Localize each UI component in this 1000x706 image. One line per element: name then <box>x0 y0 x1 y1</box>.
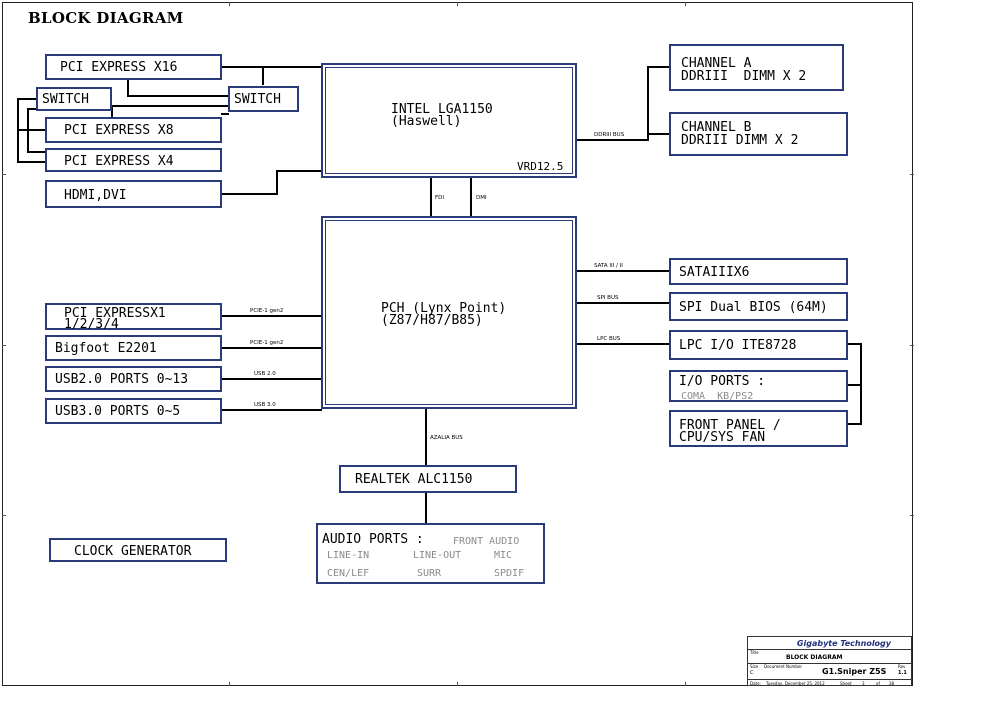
spi-bus-label: SPI BUS <box>597 295 619 301</box>
cpu-block: INTEL LGA1150 (Haswell) VRD12.5 <box>321 63 577 178</box>
lpc-io-block: LPC I/O ITE8728 <box>669 330 848 360</box>
pch-label-2: (Z87/H87/B85) <box>381 313 483 328</box>
pcie-x8-block: PCI EXPRESS X8 <box>45 117 222 143</box>
audio-ports-block: AUDIO PORTS : FRONT AUDIO LINE-IN LINE-O… <box>316 523 545 584</box>
front-panel-label-2: CPU/SYS FAN <box>679 430 766 445</box>
sata-label: SATAIIIX6 <box>679 265 750 280</box>
clock-generator-block: CLOCK GENERATOR <box>49 538 227 562</box>
sata-block: SATAIIIX6 <box>669 258 848 285</box>
pcie-x1-block: PCI EXPRESSX1 1/2/3/4 <box>45 303 222 332</box>
usb2-block: USB2.0 PORTS 0~13 <box>45 366 222 392</box>
pcie-x4-block: PCI EXPRESS X4 <box>45 148 222 172</box>
clock-generator-label: CLOCK GENERATOR <box>74 544 192 559</box>
sata-bus-label: SATA III / II <box>594 263 623 269</box>
doc-number-value: G1.Sniper Z5S <box>822 667 887 676</box>
fdi-bus-label: FDI <box>435 195 445 201</box>
pcie-x16-label: PCI EXPRESS X16 <box>60 60 178 75</box>
cpu-label-1: INTEL LGA1150 <box>391 102 493 117</box>
spi-bios-label: SPI Dual BIOS (64M) <box>679 300 828 315</box>
channel-b-label-2: DDRIII DIMM X 2 <box>681 133 799 148</box>
realtek-label: REALTEK ALC1150 <box>355 472 473 487</box>
pch-block: PCH (Lynx Point) (Z87/H87/B85) <box>321 216 577 409</box>
pcie-x1-label-1: PCI EXPRESSX1 <box>64 306 166 321</box>
audio-line-out-label: LINE-OUT <box>413 550 462 561</box>
usb2-label: USB2.0 PORTS 0~13 <box>55 372 189 387</box>
audio-spdif-label: SPDIF <box>494 568 525 579</box>
usb3-bus-label: USB 3.0 <box>254 402 276 408</box>
sheet-label: Sheet <box>840 681 852 686</box>
date-value: Tuesday, December 25, 2012 <box>766 681 825 686</box>
pcie-x1-bus-label: PCIE-1 gen2 <box>250 308 284 314</box>
switch-left-block: SWITCH <box>36 87 112 111</box>
size-value: C <box>750 670 754 676</box>
hdmi-dvi-label: HDMI,DVI <box>64 188 127 203</box>
bigfoot-bus-label: PCIE-1 gen2 <box>250 340 284 346</box>
io-ports-label: I/O PORTS : <box>679 374 766 389</box>
pcie-x1-label-2: 1/2/3/4 <box>64 317 119 332</box>
front-panel-block: FRONT PANEL / CPU/SYS FAN <box>669 410 848 447</box>
audio-mic-label: MIC <box>494 550 513 561</box>
dmi-bus-label: DMI <box>476 195 487 201</box>
usb3-label: USB3.0 PORTS 0~5 <box>55 404 181 419</box>
of-value: 38 <box>889 681 895 686</box>
channel-b-label-1: CHANNEL B <box>681 120 752 135</box>
io-ports-sub-label: COMA KB/PS2 <box>681 391 754 402</box>
pcie-x4-label: PCI EXPRESS X4 <box>64 154 174 169</box>
rev-value: 1.1 <box>898 670 907 676</box>
usb3-block: USB3.0 PORTS 0~5 <box>45 398 222 424</box>
spi-bios-block: SPI Dual BIOS (64M) <box>669 292 848 321</box>
date-label: Date: <box>750 681 761 686</box>
audio-cen-lef-label: CEN/LEF <box>327 568 370 579</box>
bigfoot-label: Bigfoot E2201 <box>55 341 157 356</box>
channel-a-label-2: DDRIII DIMM X 2 <box>681 69 807 84</box>
io-ports-block: I/O PORTS : COMA KB/PS2 <box>669 370 848 402</box>
audio-front-label: FRONT AUDIO <box>453 536 520 547</box>
title-label: Title <box>750 650 759 655</box>
realtek-block: REALTEK ALC1150 <box>339 465 517 493</box>
pcie-x8-label: PCI EXPRESS X8 <box>64 123 174 138</box>
ddr-bus-label: DDRIII BUS <box>594 132 625 138</box>
doc-number-label: Document Number <box>764 664 803 669</box>
switch-left-label: SWITCH <box>42 92 89 107</box>
hdmi-dvi-block: HDMI,DVI <box>45 180 222 208</box>
title-value: BLOCK DIAGRAM <box>786 654 843 661</box>
channel-a-label-1: CHANNEL A <box>681 56 752 71</box>
channel-a-block: CHANNEL A DDRIII DIMM X 2 <box>669 44 844 91</box>
sheet-value: 3 <box>862 681 865 686</box>
switch-right-label: SWITCH <box>234 92 281 107</box>
audio-surr-label: SURR <box>417 568 442 579</box>
azalia-bus-label: AZALIA BUS <box>430 435 463 441</box>
switch-right-block: SWITCH <box>228 86 299 112</box>
audio-ports-label: AUDIO PORTS : <box>322 532 424 547</box>
size-label: Size <box>750 664 759 669</box>
channel-b-block: CHANNEL B DDRIII DIMM X 2 <box>669 112 848 156</box>
bigfoot-block: Bigfoot E2201 <box>45 335 222 361</box>
cpu-vrd-label: VRD12.5 <box>517 160 564 173</box>
audio-line-in-label: LINE-IN <box>327 550 370 561</box>
pcie-x16-block: PCI EXPRESS X16 <box>45 54 222 80</box>
company-name: Gigabyte Technology <box>796 639 891 648</box>
rev-label: Rev <box>898 664 906 669</box>
lpc-bus-label: LPC BUS <box>597 336 621 342</box>
of-label: of <box>876 681 880 686</box>
front-panel-label-1: FRONT PANEL / <box>679 418 781 433</box>
usb2-bus-label: USB 2.0 <box>254 371 276 377</box>
cpu-label-2: (Haswell) <box>391 114 462 129</box>
pch-label-1: PCH (Lynx Point) <box>381 301 507 316</box>
title-block: Gigabyte Technology Title BLOCK DIAGRAM … <box>747 636 912 686</box>
page-title: BLOCK DIAGRAM <box>28 9 184 27</box>
lpc-io-label: LPC I/O ITE8728 <box>679 338 797 353</box>
